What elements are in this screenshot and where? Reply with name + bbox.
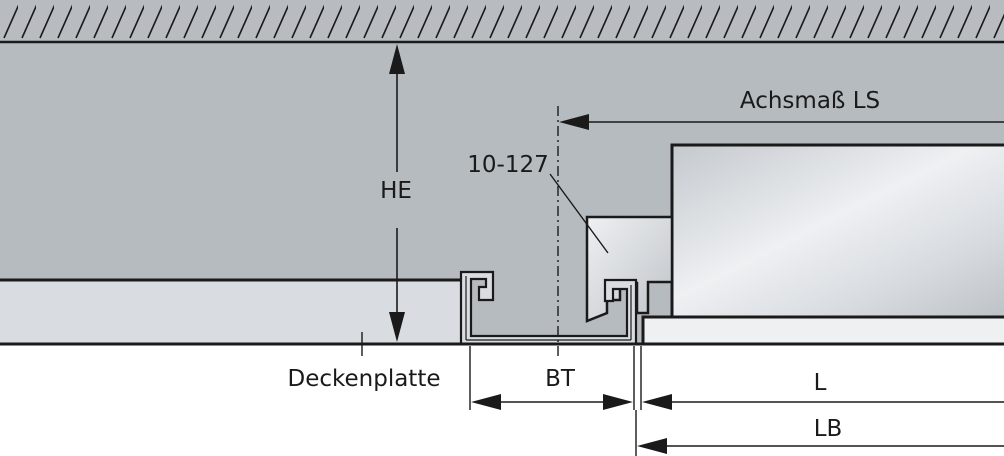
- l-arrow-left: [642, 394, 672, 410]
- l-label: L: [814, 370, 827, 396]
- ceiling-panel: [0, 280, 466, 344]
- he-arrow-bottom: [389, 312, 405, 342]
- slab-hatch: [0, 0, 1004, 42]
- ls-label: Achsmaß LS: [740, 88, 880, 114]
- luminaire-body: [670, 143, 1004, 319]
- part-number-label: 10-127: [467, 152, 548, 178]
- lb-arrow-left: [637, 438, 667, 454]
- he-arrow-top: [389, 44, 405, 74]
- bt-arrow-right: [603, 394, 633, 410]
- carrier-channel: [459, 270, 638, 346]
- part-number-leader: [549, 173, 609, 254]
- bt-label: BT: [545, 366, 576, 392]
- bt-arrow-left: [471, 394, 501, 410]
- panel-label: Deckenplatte: [287, 366, 440, 392]
- ls-arrow-left: [559, 114, 589, 130]
- luminaire-strip: [641, 315, 1004, 346]
- he-label: HE: [380, 178, 412, 204]
- lb-label: LB: [814, 416, 843, 442]
